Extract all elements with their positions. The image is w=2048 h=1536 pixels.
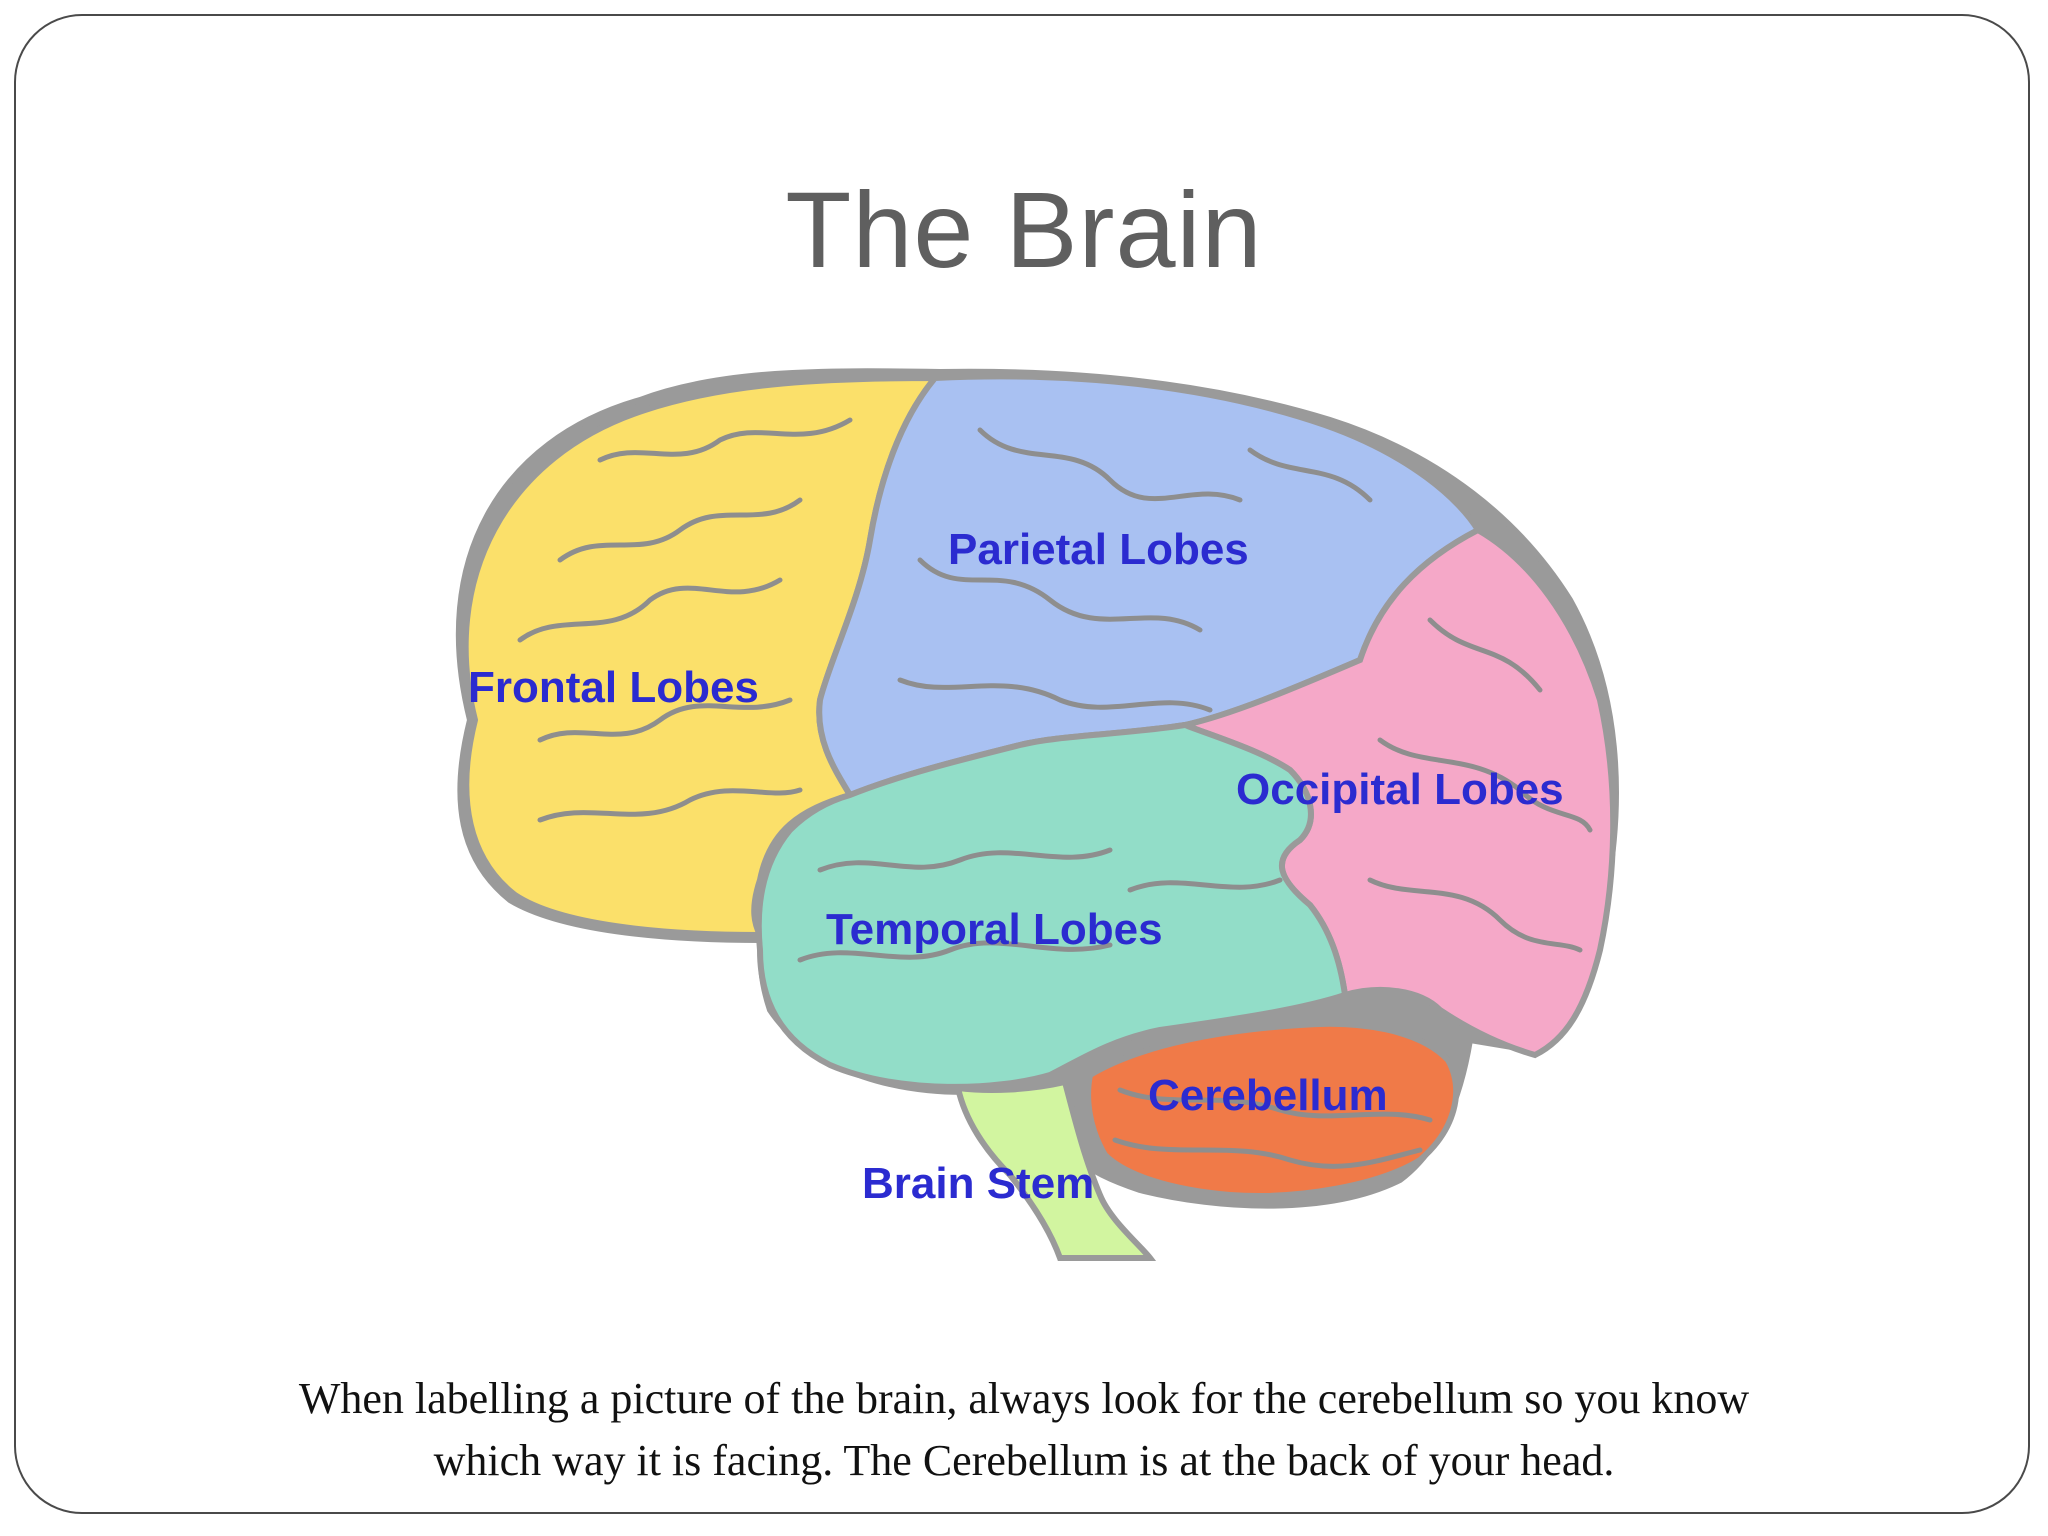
label-parietal-lobes: Parietal Lobes <box>948 525 1249 574</box>
slide-title: The Brain <box>785 169 1263 290</box>
label-temporal-lobes: Temporal Lobes <box>826 905 1163 954</box>
label-brain-stem: Brain Stem <box>862 1159 1094 1208</box>
slide-caption: When labelling a picture of the brain, a… <box>180 1368 1868 1492</box>
gyri-texture <box>517 417 1593 1169</box>
brain-stem <box>954 1078 1157 1261</box>
caption-line-2: which way it is facing. The Cerebellum i… <box>433 1436 1615 1485</box>
label-frontal-lobes: Frontal Lobes <box>468 663 759 712</box>
temporal-lobe <box>755 721 1349 1090</box>
label-occipital-lobes: Occipital Lobes <box>1236 765 1564 814</box>
caption-line-1: When labelling a picture of the brain, a… <box>298 1374 1750 1423</box>
label-cerebellum: Cerebellum <box>1148 1071 1388 1120</box>
